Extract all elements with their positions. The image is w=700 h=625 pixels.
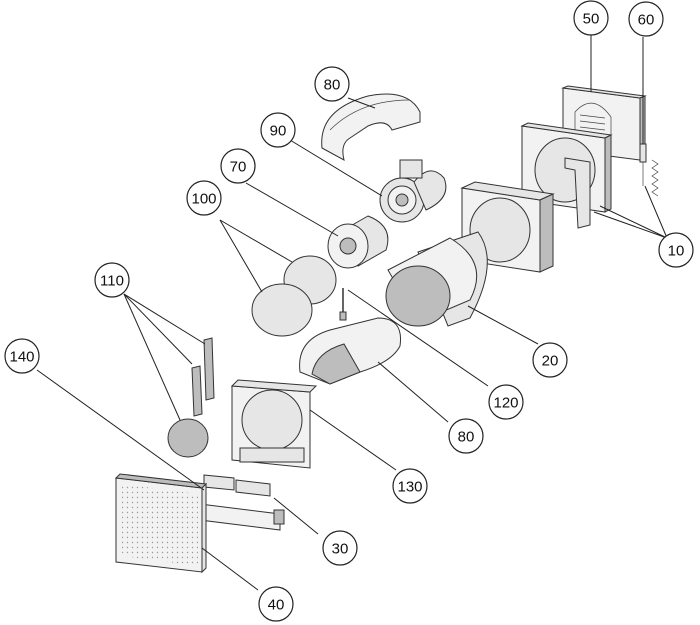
svg-text:40: 40 [268, 597, 285, 614]
callout-60: 60 [628, 1, 664, 37]
callout-110: 110 [94, 262, 130, 298]
callout-20: 20 [532, 342, 568, 378]
svg-text:50: 50 [583, 11, 600, 28]
svg-text:80: 80 [324, 77, 341, 94]
part-130-inner-frame [230, 379, 318, 469]
part-20-tube [385, 231, 488, 327]
svg-text:130: 130 [397, 479, 422, 496]
callout-30: 30 [322, 530, 358, 566]
callout-40: 40 [258, 586, 294, 622]
callout-10: 10 [658, 232, 694, 268]
callout-130: 130 [392, 468, 428, 504]
callout-100: 100 [186, 180, 222, 216]
svg-text:140: 140 [9, 349, 34, 366]
callout-140: 140 [4, 338, 40, 374]
part-80-bottom-shell [299, 317, 402, 385]
svg-text:120: 120 [493, 395, 518, 412]
part-90-fan-motor [379, 159, 447, 223]
leader-lines [36, 33, 668, 591]
callout-80-top: 80 [314, 66, 350, 102]
svg-text:80: 80 [458, 429, 475, 446]
svg-text:70: 70 [230, 159, 247, 176]
part-60-cable-clamp [639, 143, 659, 197]
callout-80-bottom: 80 [448, 418, 484, 454]
callout-120: 120 [488, 384, 524, 420]
svg-text:30: 30 [332, 541, 349, 558]
callout-50: 50 [573, 0, 609, 36]
svg-text:90: 90 [270, 123, 287, 140]
part-70-fan-cylinder [327, 215, 389, 269]
callout-70: 70 [220, 148, 256, 184]
part-40-front-grille [114, 473, 208, 574]
part-10-frame-plate [520, 122, 613, 229]
svg-text:20: 20 [542, 353, 559, 370]
part-110-filter-strips [167, 337, 215, 458]
svg-text:10: 10 [668, 243, 685, 260]
svg-text:100: 100 [191, 191, 216, 208]
svg-text:60: 60 [638, 12, 655, 29]
part-80-top-shell [321, 93, 421, 161]
callout-90: 90 [260, 112, 296, 148]
svg-text:110: 110 [100, 273, 124, 290]
part-120-screw [339, 288, 347, 321]
part-30-control-board [199, 474, 285, 531]
part-100-seal-rings [251, 255, 337, 337]
